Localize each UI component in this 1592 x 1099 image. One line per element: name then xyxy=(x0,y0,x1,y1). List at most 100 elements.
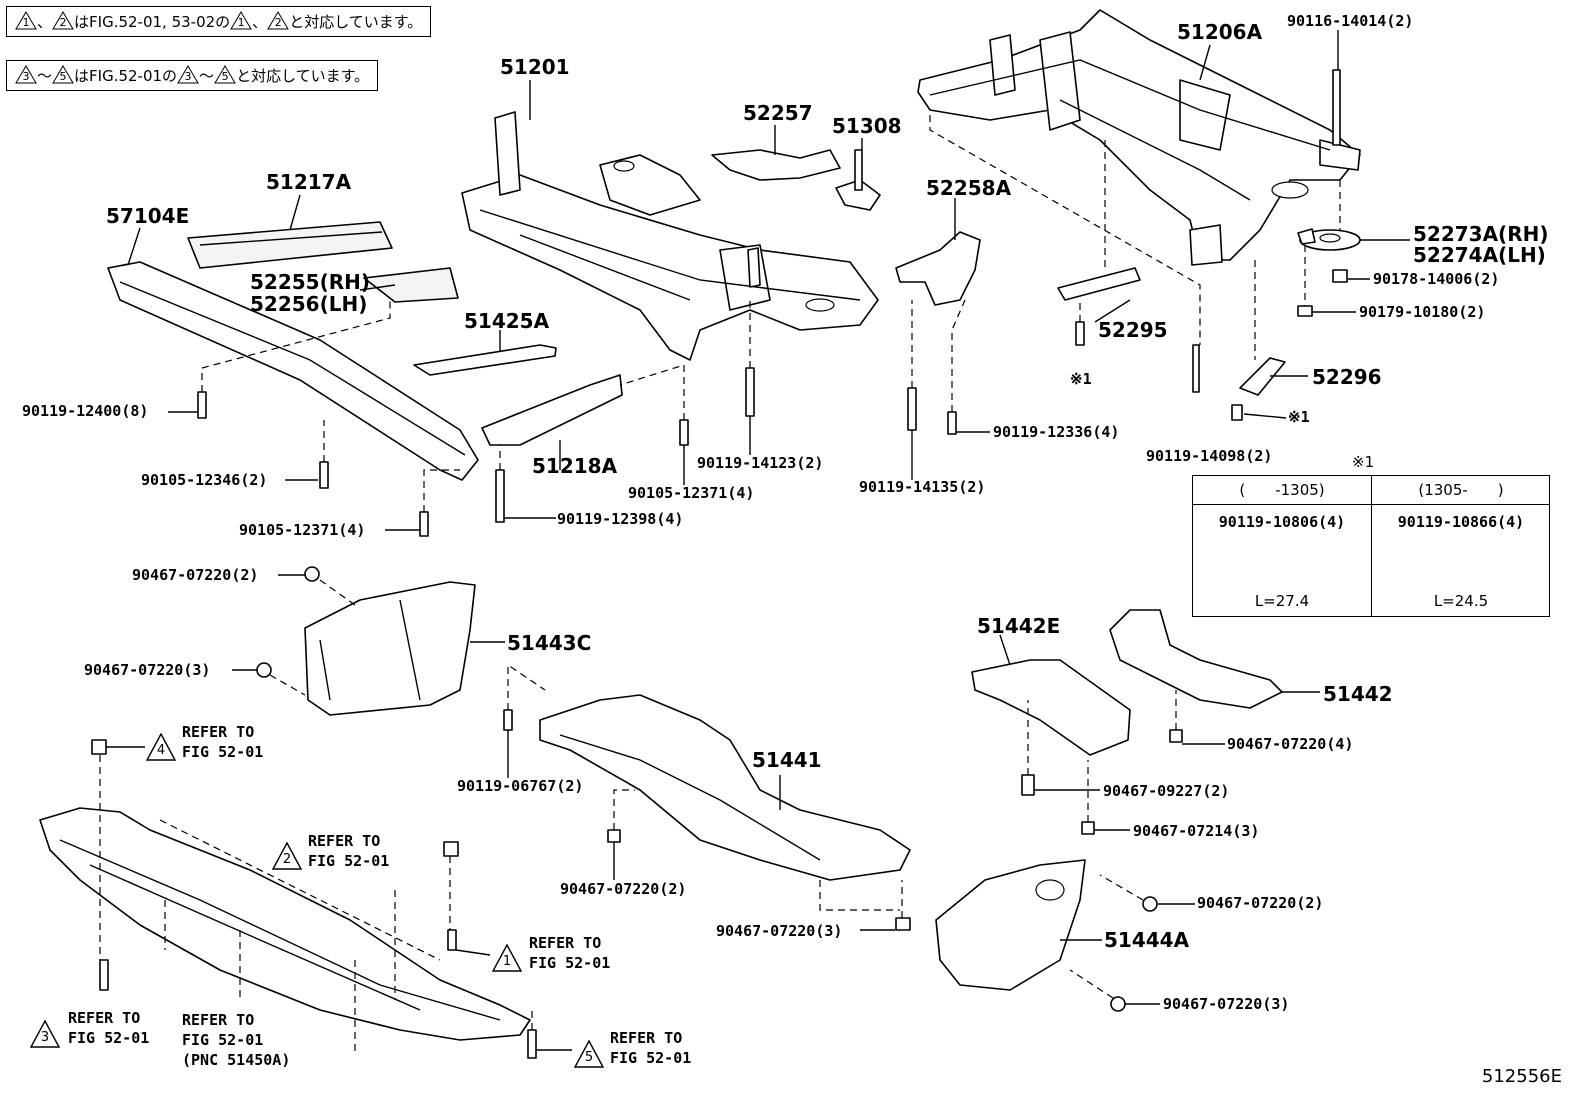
label-51217A[interactable]: 51217A xyxy=(266,170,352,194)
note-text: はFIG.52-01の xyxy=(74,67,178,85)
label-90105-12371a[interactable]: 90105-12371(4) xyxy=(628,484,755,502)
bolt-variant-col-1: ( -1305) 90119-10806(4) L=27.4 xyxy=(1193,476,1371,616)
label-51442E[interactable]: 51442E xyxy=(977,614,1061,638)
bolt-90119-12336-shape xyxy=(947,411,957,435)
label-90179-10180[interactable]: 90179-10180(2) xyxy=(1359,303,1486,321)
bolt-variant-length-1: L=27.4 xyxy=(1254,592,1310,610)
label-note-mark-1: ※1 xyxy=(1070,370,1092,388)
bracket-51218A-shape xyxy=(481,374,623,446)
label-90119-12398[interactable]: 90119-12398(4) xyxy=(557,510,684,528)
label-90467-07220-2a[interactable]: 90467-07220(2) xyxy=(132,566,259,584)
label-90467-07220-4[interactable]: 90467-07220(4) xyxy=(1227,735,1354,753)
label-52255[interactable]: 52255(RH) xyxy=(250,270,370,294)
bolt-90119-14123-shape xyxy=(745,367,755,417)
rear-subframe-shape xyxy=(917,9,1361,266)
label-90467-07220-2c[interactable]: 90467-07220(2) xyxy=(1197,894,1324,912)
label-52256[interactable]: 52256(LH) xyxy=(250,292,368,316)
clip-90467-07214-shape xyxy=(1081,821,1095,835)
bolt-52296-shape xyxy=(1231,404,1243,421)
shield-51450A-shape xyxy=(39,807,531,1041)
bolt-variant-length-2: L=24.5 xyxy=(1433,592,1489,610)
label-90467-07220-2b[interactable]: 90467-07220(2) xyxy=(560,880,687,898)
bracket-52257-shape xyxy=(711,149,841,181)
label-90116-14014[interactable]: 90116-14014(2) xyxy=(1287,12,1414,30)
label-52258A[interactable]: 52258A xyxy=(926,176,1012,200)
triangle-icon: 5 xyxy=(214,65,236,84)
label-90467-07220-3c[interactable]: 90467-07220(3) xyxy=(1163,995,1290,1013)
bracket-52258A-shape xyxy=(895,231,981,306)
label-51308[interactable]: 51308 xyxy=(832,114,902,138)
bolt-52295-shape xyxy=(1075,321,1085,346)
strip-51425A-shape xyxy=(413,344,557,376)
label-90119-14135[interactable]: 90119-14135(2) xyxy=(859,478,986,496)
label-90178-14006[interactable]: 90178-14006(2) xyxy=(1373,270,1500,288)
label-51218A[interactable]: 51218A xyxy=(532,454,618,478)
bar-51217A-shape xyxy=(187,221,393,269)
bolt-variant-part-2[interactable]: 90119-10866(4) xyxy=(1397,513,1525,531)
bolt-90105-12371a-shape xyxy=(679,419,689,446)
bolt-variant-header-1: ( -1305) xyxy=(1193,476,1371,505)
triangle-4-icon: 4 xyxy=(145,732,177,761)
bolt-ref5-shape xyxy=(527,1029,537,1059)
label-90467-07220-3a[interactable]: 90467-07220(3) xyxy=(84,661,211,679)
bolt-variant-part-1[interactable]: 90119-10806(4) xyxy=(1218,513,1346,531)
label-90467-09227[interactable]: 90467-09227(2) xyxy=(1103,782,1230,800)
label-57104E[interactable]: 57104E xyxy=(106,204,190,228)
nut-90179-shape xyxy=(1297,305,1313,317)
label-52274A[interactable]: 52274A(LH) xyxy=(1413,243,1546,267)
label-52295[interactable]: 52295 xyxy=(1098,318,1168,342)
label-51206A[interactable]: 51206A xyxy=(1177,20,1263,44)
triangle-icon: 1 xyxy=(230,11,253,30)
front-crossmember-shape xyxy=(461,111,879,361)
plate-52255-shape xyxy=(363,267,459,303)
label-51443C[interactable]: 51443C xyxy=(507,631,592,655)
bolt-90105-12346-shape xyxy=(319,461,329,489)
beam-57104E-shape xyxy=(107,261,479,481)
triangle-icon: 2 xyxy=(267,11,290,30)
label-52273A[interactable]: 52273A(RH) xyxy=(1413,222,1549,246)
leader-lines xyxy=(106,30,1410,1051)
bolt-90105-12371b-shape xyxy=(419,511,429,537)
triangle-3-icon: 3 xyxy=(29,1019,61,1048)
bolt-variant-col-2: (1305- ) 90119-10866(4) L=24.5 xyxy=(1371,476,1550,616)
bolt-variant-table: ( -1305) 90119-10806(4) L=27.4 (1305- ) … xyxy=(1192,475,1550,617)
label-52296[interactable]: 52296 xyxy=(1312,365,1382,389)
cover-51441-shape xyxy=(539,694,911,881)
triangle-2-icon: 2 xyxy=(271,841,303,870)
bolt-90119-12400-shape xyxy=(197,391,207,419)
label-51442[interactable]: 51442 xyxy=(1323,682,1393,706)
clip-90467-b-shape xyxy=(256,662,272,678)
label-90467-07220-3b[interactable]: 90467-07220(3) xyxy=(716,922,843,940)
clip-ref4-shape xyxy=(91,739,107,755)
label-51425A[interactable]: 51425A xyxy=(464,309,550,333)
bolt-ref1-shape xyxy=(447,929,457,951)
cover-51443C-shape xyxy=(304,581,476,716)
label-90105-12346[interactable]: 90105-12346(2) xyxy=(141,471,268,489)
clip-90467-d-shape xyxy=(895,917,911,931)
clip-90467-f-shape xyxy=(1142,896,1158,912)
triangle-5-icon: 5 xyxy=(573,1039,605,1068)
label-52257[interactable]: 52257 xyxy=(743,101,813,125)
label-90119-12400[interactable]: 90119-12400(8) xyxy=(22,402,149,420)
label-90119-12336[interactable]: 90119-12336(4) xyxy=(993,423,1120,441)
separator: 、 xyxy=(37,13,53,31)
clip-90467-g-shape xyxy=(1110,996,1126,1012)
note-text: と対応しています。 xyxy=(289,13,423,31)
label-90119-14098[interactable]: 90119-14098(2) xyxy=(1146,447,1273,465)
label-90467-07214[interactable]: 90467-07214(3) xyxy=(1133,822,1260,840)
label-90119-06767[interactable]: 90119-06767(2) xyxy=(457,777,584,795)
label-51441[interactable]: 51441 xyxy=(752,748,822,772)
bolt-90119-06767-shape xyxy=(503,709,513,731)
label-90105-12371b[interactable]: 90105-12371(4) xyxy=(239,521,366,539)
bolt-90119-14098-shape xyxy=(1192,344,1200,393)
label-90119-14123[interactable]: 90119-14123(2) xyxy=(697,454,824,472)
label-51444A[interactable]: 51444A xyxy=(1104,928,1190,952)
label-51201[interactable]: 51201 xyxy=(500,55,570,79)
bolt-90119-14135-shape xyxy=(907,387,917,431)
